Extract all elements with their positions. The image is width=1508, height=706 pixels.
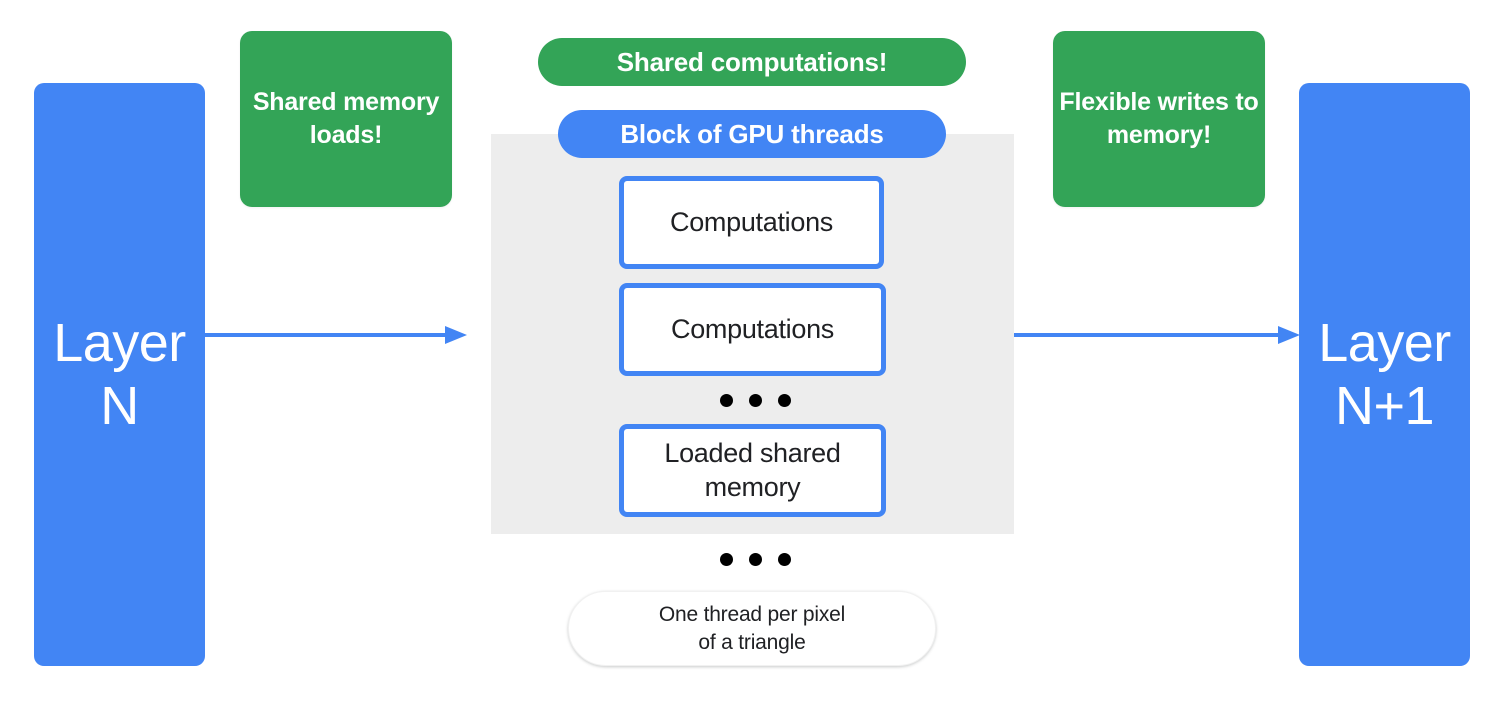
callout-shared-memory-loads-label: Shared memory loads! — [252, 88, 440, 149]
pill-block-of-gpu-threads: Block of GPU threads — [558, 110, 946, 158]
ellipsis-inside-block — [720, 394, 791, 407]
ellipsis-below-block — [720, 553, 791, 566]
pill-block-of-gpu-threads-label: Block of GPU threads — [620, 118, 884, 149]
ellipsis-dot — [778, 553, 791, 566]
callout-shared-memory-loads: Shared memory loads! — [240, 31, 452, 207]
thread-box-computations-2-label: Computations — [671, 313, 834, 344]
thread-box-computations-1: Computations — [619, 176, 884, 269]
ellipsis-dot — [720, 394, 733, 407]
ellipsis-dot — [720, 553, 733, 566]
thread-box-computations-1-label: Computations — [670, 206, 833, 237]
callout-flexible-writes-to-memory: Flexible writes to memory! — [1053, 31, 1265, 207]
pill-shared-computations-label: Shared computations! — [616, 46, 888, 77]
arrow-layer-n-to-block — [205, 325, 467, 345]
ellipsis-dot — [749, 394, 762, 407]
ellipsis-dot — [778, 394, 791, 407]
ellipsis-dot — [749, 553, 762, 566]
thread-box-computations-2: Computations — [619, 283, 886, 376]
arrow-block-to-layer-n1 — [1014, 325, 1300, 345]
callout-flexible-writes-to-memory-label: Flexible writes to memory! — [1059, 88, 1259, 149]
pill-shared-computations: Shared computations! — [538, 38, 966, 86]
